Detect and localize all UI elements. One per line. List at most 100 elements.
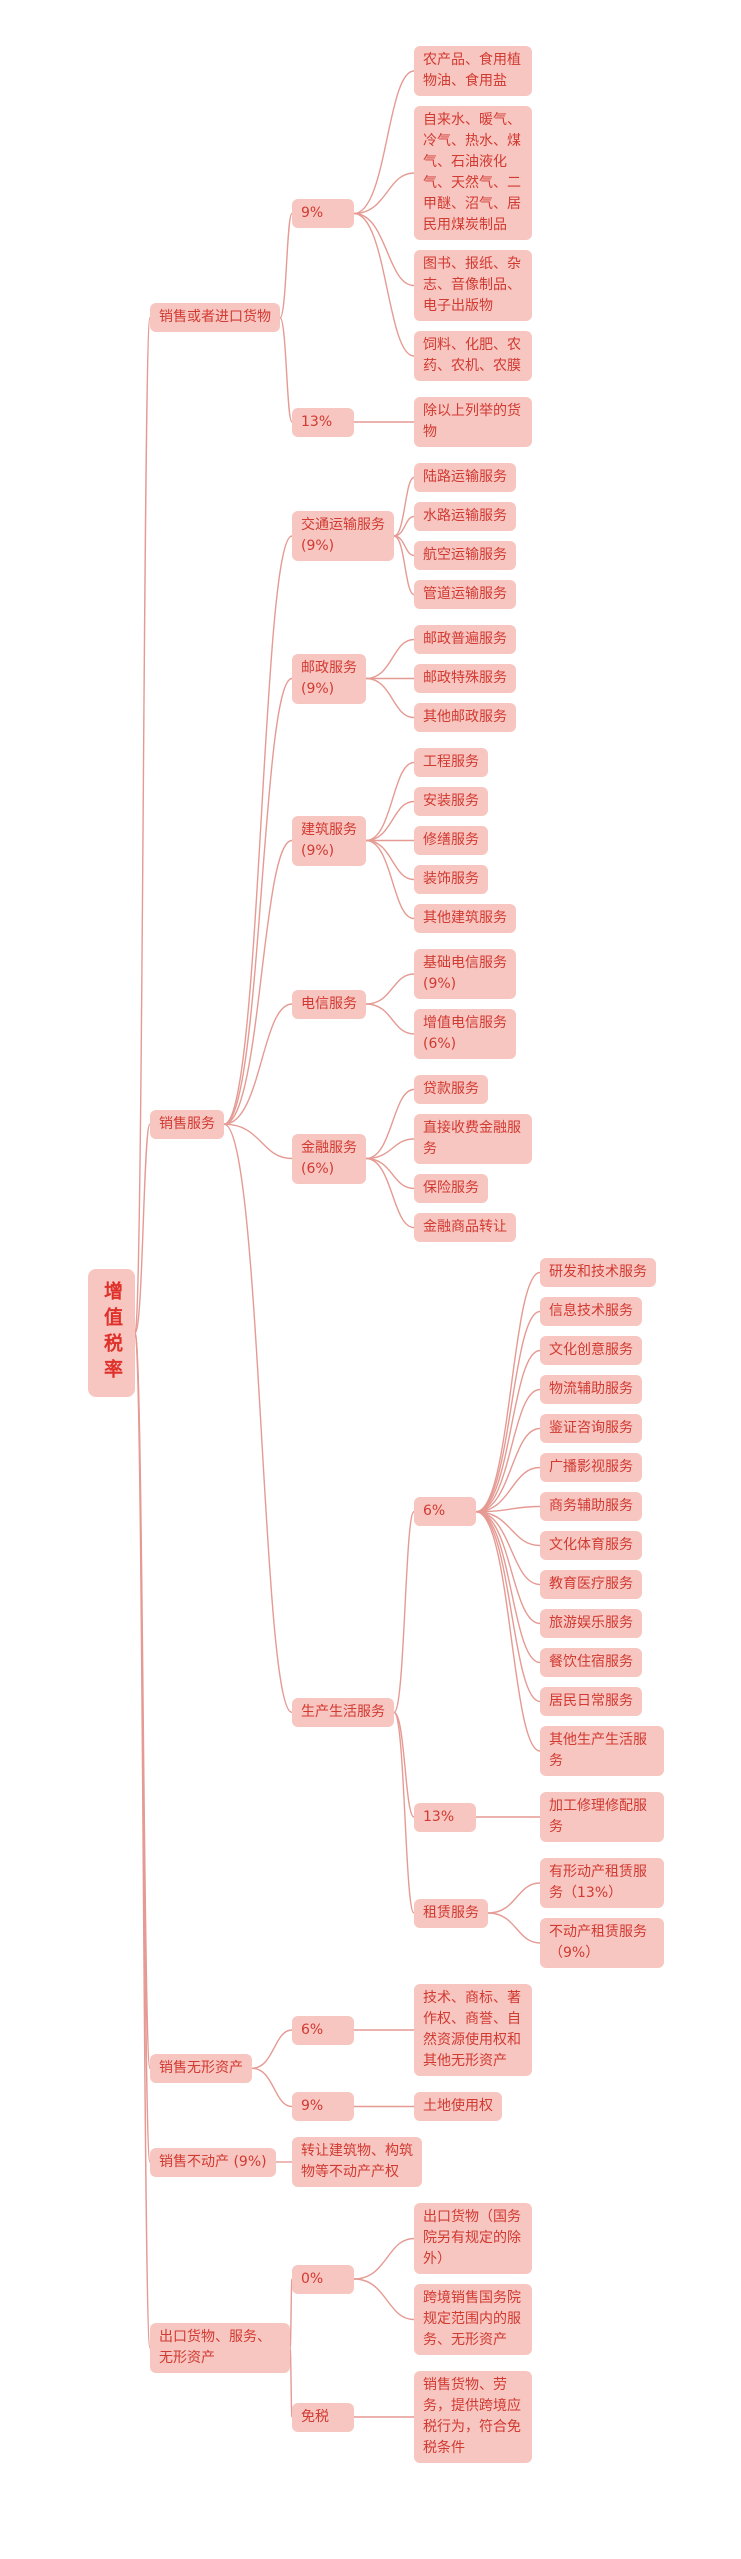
connector <box>134 1332 151 2349</box>
connector <box>475 1511 541 1752</box>
topic-node[interactable]: 转让建筑物、构筑物等不动产产权 <box>292 2137 422 2187</box>
topic-node[interactable]: 技术、商标、著作权、商誉、自然资源使用权和其他无形资产 <box>414 1984 532 2076</box>
topic-node[interactable]: 销售不动产 (9%) <box>150 2148 276 2177</box>
topic-node[interactable]: 文化创意服务 <box>540 1336 642 1365</box>
connector <box>353 2237 415 2280</box>
topic-node[interactable]: 保险服务 <box>414 1174 488 1203</box>
topic-node[interactable]: 信息技术服务 <box>540 1297 642 1326</box>
rate-topic[interactable]: 9% <box>292 2092 354 2121</box>
topic-node[interactable]: 其他邮政服务 <box>414 703 516 732</box>
root-topic[interactable]: 增值税率 <box>88 1269 135 1397</box>
topic-node[interactable]: 工程服务 <box>414 748 488 777</box>
connector <box>393 535 415 596</box>
rate-topic[interactable]: 6% <box>414 1497 476 1526</box>
topic-node[interactable]: 出口货物（国务院另有规定的除外） <box>414 2203 532 2274</box>
connector <box>475 1349 541 1513</box>
connector <box>393 515 415 537</box>
topic-node[interactable]: 文化体育服务 <box>540 1531 642 1560</box>
connector <box>223 535 293 1125</box>
topic-node[interactable]: 电信服务 <box>292 990 366 1019</box>
topic-node[interactable]: 其他生产生活服务 <box>540 1726 664 1776</box>
connector <box>393 1511 415 1714</box>
topic-node[interactable]: 图书、报纸、杂志、音像制品、电子出版物 <box>414 250 532 321</box>
topic-node[interactable]: 有形动产租赁服务（13%） <box>540 1858 664 1908</box>
topic-node[interactable]: 邮政普遍服务 <box>414 625 516 654</box>
rate-topic[interactable]: 免税 <box>292 2403 354 2432</box>
topic-node[interactable]: 广播影视服务 <box>540 1453 642 1482</box>
connector <box>365 1157 415 1190</box>
topic-node[interactable]: 修缮服务 <box>414 826 488 855</box>
topic-node[interactable]: 销售服务 <box>150 1110 224 1139</box>
topic-node[interactable]: 装饰服务 <box>414 865 488 894</box>
connector <box>365 839 415 920</box>
topic-node[interactable]: 餐饮住宿服务 <box>540 1648 642 1677</box>
topic-node[interactable]: 物流辅助服务 <box>540 1375 642 1404</box>
connector <box>365 973 415 1005</box>
topic-node[interactable]: 邮政服务 (9%) <box>292 654 366 704</box>
topic-node[interactable]: 金融服务 (6%) <box>292 1134 366 1184</box>
topic-node[interactable]: 直接收费金融服务 <box>414 1114 532 1164</box>
topic-node[interactable]: 农产品、食用植物油、食用盐 <box>414 46 532 96</box>
topic-node[interactable]: 旅游娱乐服务 <box>540 1609 642 1638</box>
topic-node[interactable]: 研发和技术服务 <box>540 1258 656 1287</box>
connector <box>487 1882 541 1914</box>
connector <box>353 212 415 287</box>
topic-node[interactable]: 自来水、暖气、冷气、热水、煤气、石油液化气、天然气、二甲醚、沼气、居民用煤炭制品 <box>414 106 532 240</box>
connector <box>251 2067 293 2108</box>
topic-node[interactable]: 金融商品转让 <box>414 1213 516 1242</box>
connector <box>475 1310 541 1513</box>
topic-node[interactable]: 鉴证咨询服务 <box>540 1414 642 1443</box>
topic-node[interactable]: 航空运输服务 <box>414 541 516 570</box>
rate-topic[interactable]: 13% <box>414 1803 476 1832</box>
topic-node[interactable]: 商务辅助服务 <box>540 1492 642 1521</box>
rate-topic[interactable]: 6% <box>292 2016 354 2045</box>
topic-node[interactable]: 贷款服务 <box>414 1075 488 1104</box>
connector <box>475 1505 541 1513</box>
topic-node[interactable]: 居民日常服务 <box>540 1687 642 1716</box>
connector <box>475 1511 541 1703</box>
connector <box>365 1157 415 1229</box>
topic-node[interactable]: 增值电信服务 (6%) <box>414 1009 516 1059</box>
rate-topic[interactable]: 13% <box>292 408 354 437</box>
topic-node[interactable]: 交通运输服务 (9%) <box>292 511 394 561</box>
connector <box>134 317 151 1334</box>
topic-node[interactable]: 水路运输服务 <box>414 502 516 531</box>
topic-node[interactable]: 管道运输服务 <box>414 580 516 609</box>
topic-node[interactable]: 跨境销售国务院规定范围内的服务、无形资产 <box>414 2284 532 2355</box>
topic-node[interactable]: 不动产租赁服务（9%） <box>540 1918 664 1968</box>
topic-node[interactable]: 租赁服务 <box>414 1899 488 1928</box>
topic-node[interactable]: 加工修理修配服务 <box>540 1792 664 1842</box>
connector <box>475 1511 541 1586</box>
topic-node[interactable]: 除以上列举的货物 <box>414 397 532 447</box>
connector <box>475 1511 541 1664</box>
topic-node[interactable]: 生产生活服务 <box>292 1698 394 1727</box>
topic-node[interactable]: 建筑服务 (9%) <box>292 816 366 866</box>
topic-node[interactable]: 基础电信服务 (9%) <box>414 949 516 999</box>
connector <box>365 761 415 842</box>
topic-node[interactable]: 饲料、化肥、农药、农机、农膜 <box>414 331 532 381</box>
topic-node[interactable]: 土地使用权 <box>414 2092 502 2121</box>
topic-node[interactable]: 安装服务 <box>414 787 488 816</box>
connector <box>475 1427 541 1513</box>
topic-node[interactable]: 陆路运输服务 <box>414 463 516 492</box>
connector <box>223 1003 293 1125</box>
connector <box>279 212 293 319</box>
connector <box>353 2278 415 2321</box>
connector <box>393 476 415 537</box>
topic-node[interactable]: 销售或者进口货物 <box>150 303 280 332</box>
topic-node[interactable]: 出口货物、服务、无形资产 <box>150 2323 290 2373</box>
connector <box>279 317 293 423</box>
connector <box>475 1511 541 1547</box>
connector <box>475 1388 541 1513</box>
topic-node[interactable]: 销售货物、劳务，提供跨境应税行为，符合免税条件 <box>414 2371 532 2463</box>
topic-node[interactable]: 其他建筑服务 <box>414 904 516 933</box>
rate-topic[interactable]: 9% <box>292 199 354 228</box>
rate-topic[interactable]: 0% <box>292 2265 354 2294</box>
topic-node[interactable]: 销售无形资产 <box>150 2054 252 2083</box>
connector <box>223 1123 293 1160</box>
connector <box>365 638 415 680</box>
connector <box>353 70 415 215</box>
topic-node[interactable]: 邮政特殊服务 <box>414 664 516 693</box>
topic-node[interactable]: 教育医疗服务 <box>540 1570 642 1599</box>
